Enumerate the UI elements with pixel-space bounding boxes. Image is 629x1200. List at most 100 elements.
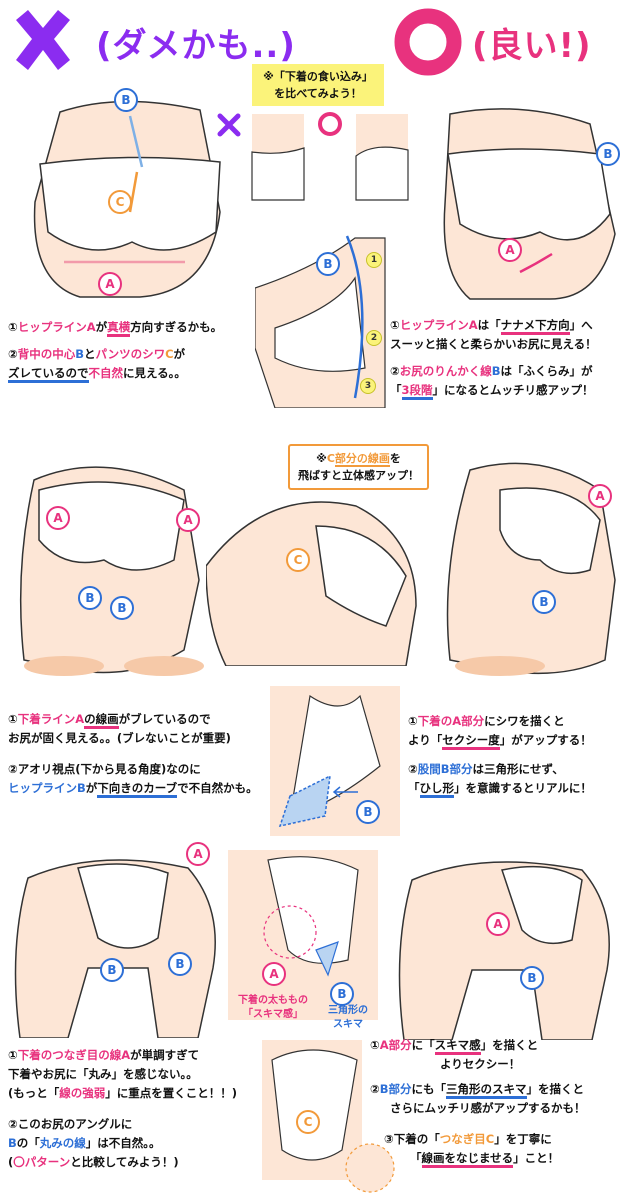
caption-part: と <box>84 347 96 361</box>
caption-part: 」を描くと <box>526 1082 585 1096</box>
caption-part: A <box>121 1048 131 1062</box>
caption-part: 真横 <box>107 320 131 337</box>
marker-1: 1 <box>366 252 382 268</box>
caption-part: 線の強弱 <box>59 1086 106 1100</box>
section2-bad-caption: ①下着ラインAの線画がブレているので お尻が固く見える。。(ブレないことが重要)… <box>8 710 258 798</box>
caption-part: 丸みの線 <box>39 1136 86 1150</box>
caption-part: 」がアップする！ <box>499 733 592 747</box>
compare-note-line-2: を比べてみよう！ <box>274 87 362 100</box>
good-hip-low-angle-illustration <box>446 462 616 676</box>
caption-part: 」を丁寧に <box>494 1132 552 1146</box>
marker-b: B <box>520 966 544 990</box>
caption-part: セクシー度 <box>442 733 500 750</box>
caption-part: 線画をなじませる <box>421 1151 514 1168</box>
caption-part: 」を意識するとリアルに！ <box>454 781 592 795</box>
note-line: 飛ばすと立体感アップ！ <box>298 469 419 482</box>
bad-hip-rear-illustration <box>14 859 216 1038</box>
caption-part: B <box>8 1136 17 1150</box>
caption-part: がブレているので <box>118 712 211 726</box>
caption-part: ① <box>408 714 418 728</box>
marker-a: A <box>176 508 200 532</box>
caption-part: 」を描くと <box>480 1038 539 1052</box>
caption-line: よりセクシー！ <box>440 1057 521 1071</box>
good-hip-back-illustration <box>443 108 616 300</box>
caption-part: 下向きのカーブ <box>97 781 178 798</box>
caption-part: が <box>85 781 98 795</box>
caption-part: つなぎ目 <box>439 1132 486 1146</box>
marker-b: B <box>316 252 340 276</box>
caption-line: ②背中の中心BとパンツのシワCが <box>8 345 222 364</box>
marker-b: B <box>532 590 556 614</box>
caption-part: ナナメ下方向 <box>500 318 570 335</box>
section3-good-caption: ①A部分に「スキマ感」を描くと よりセクシー！ ②B部分にも「三角形のスキマ」を… <box>370 1036 586 1168</box>
note-part: C <box>326 452 335 465</box>
caption-line: ②このお尻のアングルに <box>8 1117 133 1131</box>
compare-note-line-1: ※「下着の食い込み」 <box>263 70 373 83</box>
center-hip-closeup-illustration <box>206 501 417 666</box>
caption-part: 「 <box>410 1151 422 1165</box>
caption-part: A <box>452 714 462 728</box>
small-circle-icon <box>318 112 342 136</box>
compare-note: ※「下着の食い込み」 を比べてみよう！ <box>252 64 384 106</box>
bad-header: (ダメかも..) <box>8 6 298 76</box>
caption-line: ②お尻のりんかく線Bは「ふくらみ」が <box>390 362 597 381</box>
good-waistband-detail <box>355 114 409 201</box>
caption-part: 部分 <box>461 714 485 728</box>
caption-part: B <box>75 347 85 361</box>
caption-part: 部分 <box>388 1082 412 1096</box>
caption-part: 下着のつなぎ目の線 <box>17 1048 122 1062</box>
caption-part: ① <box>370 1038 380 1052</box>
marker-a: A <box>262 962 286 986</box>
caption-part: ① <box>8 1048 18 1062</box>
good-hip-rear-illustration <box>398 861 610 1040</box>
caption-part: に見える。。 <box>123 366 186 380</box>
caption-line: お尻が固く見える。。(ブレないことが重要) <box>8 731 231 745</box>
caption-part: にシワを描くと <box>484 714 565 728</box>
caption-line: ③下着の「つなぎ目C」を丁寧に <box>370 1130 586 1149</box>
section1-good-caption: ①ヒップラインAは「ナナメ下方向」へ スーッと描くと柔らかいお尻に見える！ ②お… <box>390 316 597 400</box>
side-hip-illustration <box>255 235 386 408</box>
caption-part: 股間 <box>417 762 441 776</box>
caption-part: お尻のりんかく線 <box>399 364 492 378</box>
caption-part: パンツのシワ <box>95 347 166 361</box>
note-part: を <box>389 452 401 465</box>
section3-bad-caption: ①下着のつなぎ目の線Aが単調すぎて 下着やお尻に「丸み」を感じない。。 (もっと… <box>8 1046 237 1172</box>
caption-part: 」になるとムッチリ感アップ！ <box>432 383 594 397</box>
caption-part: は「 <box>477 318 501 332</box>
caption-part: C <box>165 347 174 361</box>
marker-b: B <box>168 952 192 976</box>
caption-part: と比較してみよう！) <box>70 1155 179 1169</box>
caption-part: A <box>379 1038 389 1052</box>
caption-part: で不自然かも。 <box>177 781 258 795</box>
good-header-label: (良い!) <box>472 26 592 66</box>
tag-line: 下着の太ももの <box>238 995 308 1006</box>
caption-part: 部分 <box>388 1038 412 1052</box>
caption-line: (もっと「線の強弱」に重点を置くこと！！) <box>8 1084 237 1103</box>
caption-part: 」は不自然。。 <box>85 1136 161 1150</box>
bad-header-label: (ダメかも..) <box>96 26 296 66</box>
arrow-icon <box>332 786 358 798</box>
cross-icon <box>16 10 70 70</box>
caption-part: ② <box>390 364 400 378</box>
marker-b: B <box>596 142 620 166</box>
caption-line: ①A部分に「スキマ感」を描くと <box>370 1036 586 1055</box>
caption-part: ① <box>8 712 18 726</box>
caption-line: さらにムッチリ感がアップするかも！ <box>390 1101 586 1115</box>
caption-part: B <box>491 364 501 378</box>
caption-part: 〇パターン <box>13 1155 71 1169</box>
marker-b: B <box>100 958 124 982</box>
marker-a: A <box>498 238 522 262</box>
caption-line: より「セクシー度」がアップする！ <box>408 731 592 750</box>
note-line: ※C部分の線画を <box>298 450 419 467</box>
marker-a: A <box>486 912 510 936</box>
caption-part: 下着の <box>417 714 453 728</box>
caption-line: ズレているので不自然に見える。。 <box>8 364 222 383</box>
caption-part: ひし形 <box>419 781 454 798</box>
caption-line: 「3段階」になるとムッチリ感アップ！ <box>390 381 597 400</box>
crotch-detail-illustration <box>270 686 400 836</box>
caption-part: 方向すぎるかも。 <box>130 320 223 334</box>
caption-part: 不自然 <box>88 366 124 380</box>
caption-part: 3段階 <box>401 383 433 400</box>
marker-c: C <box>286 548 310 572</box>
bad-hip-low-angle-illustration <box>19 466 204 676</box>
